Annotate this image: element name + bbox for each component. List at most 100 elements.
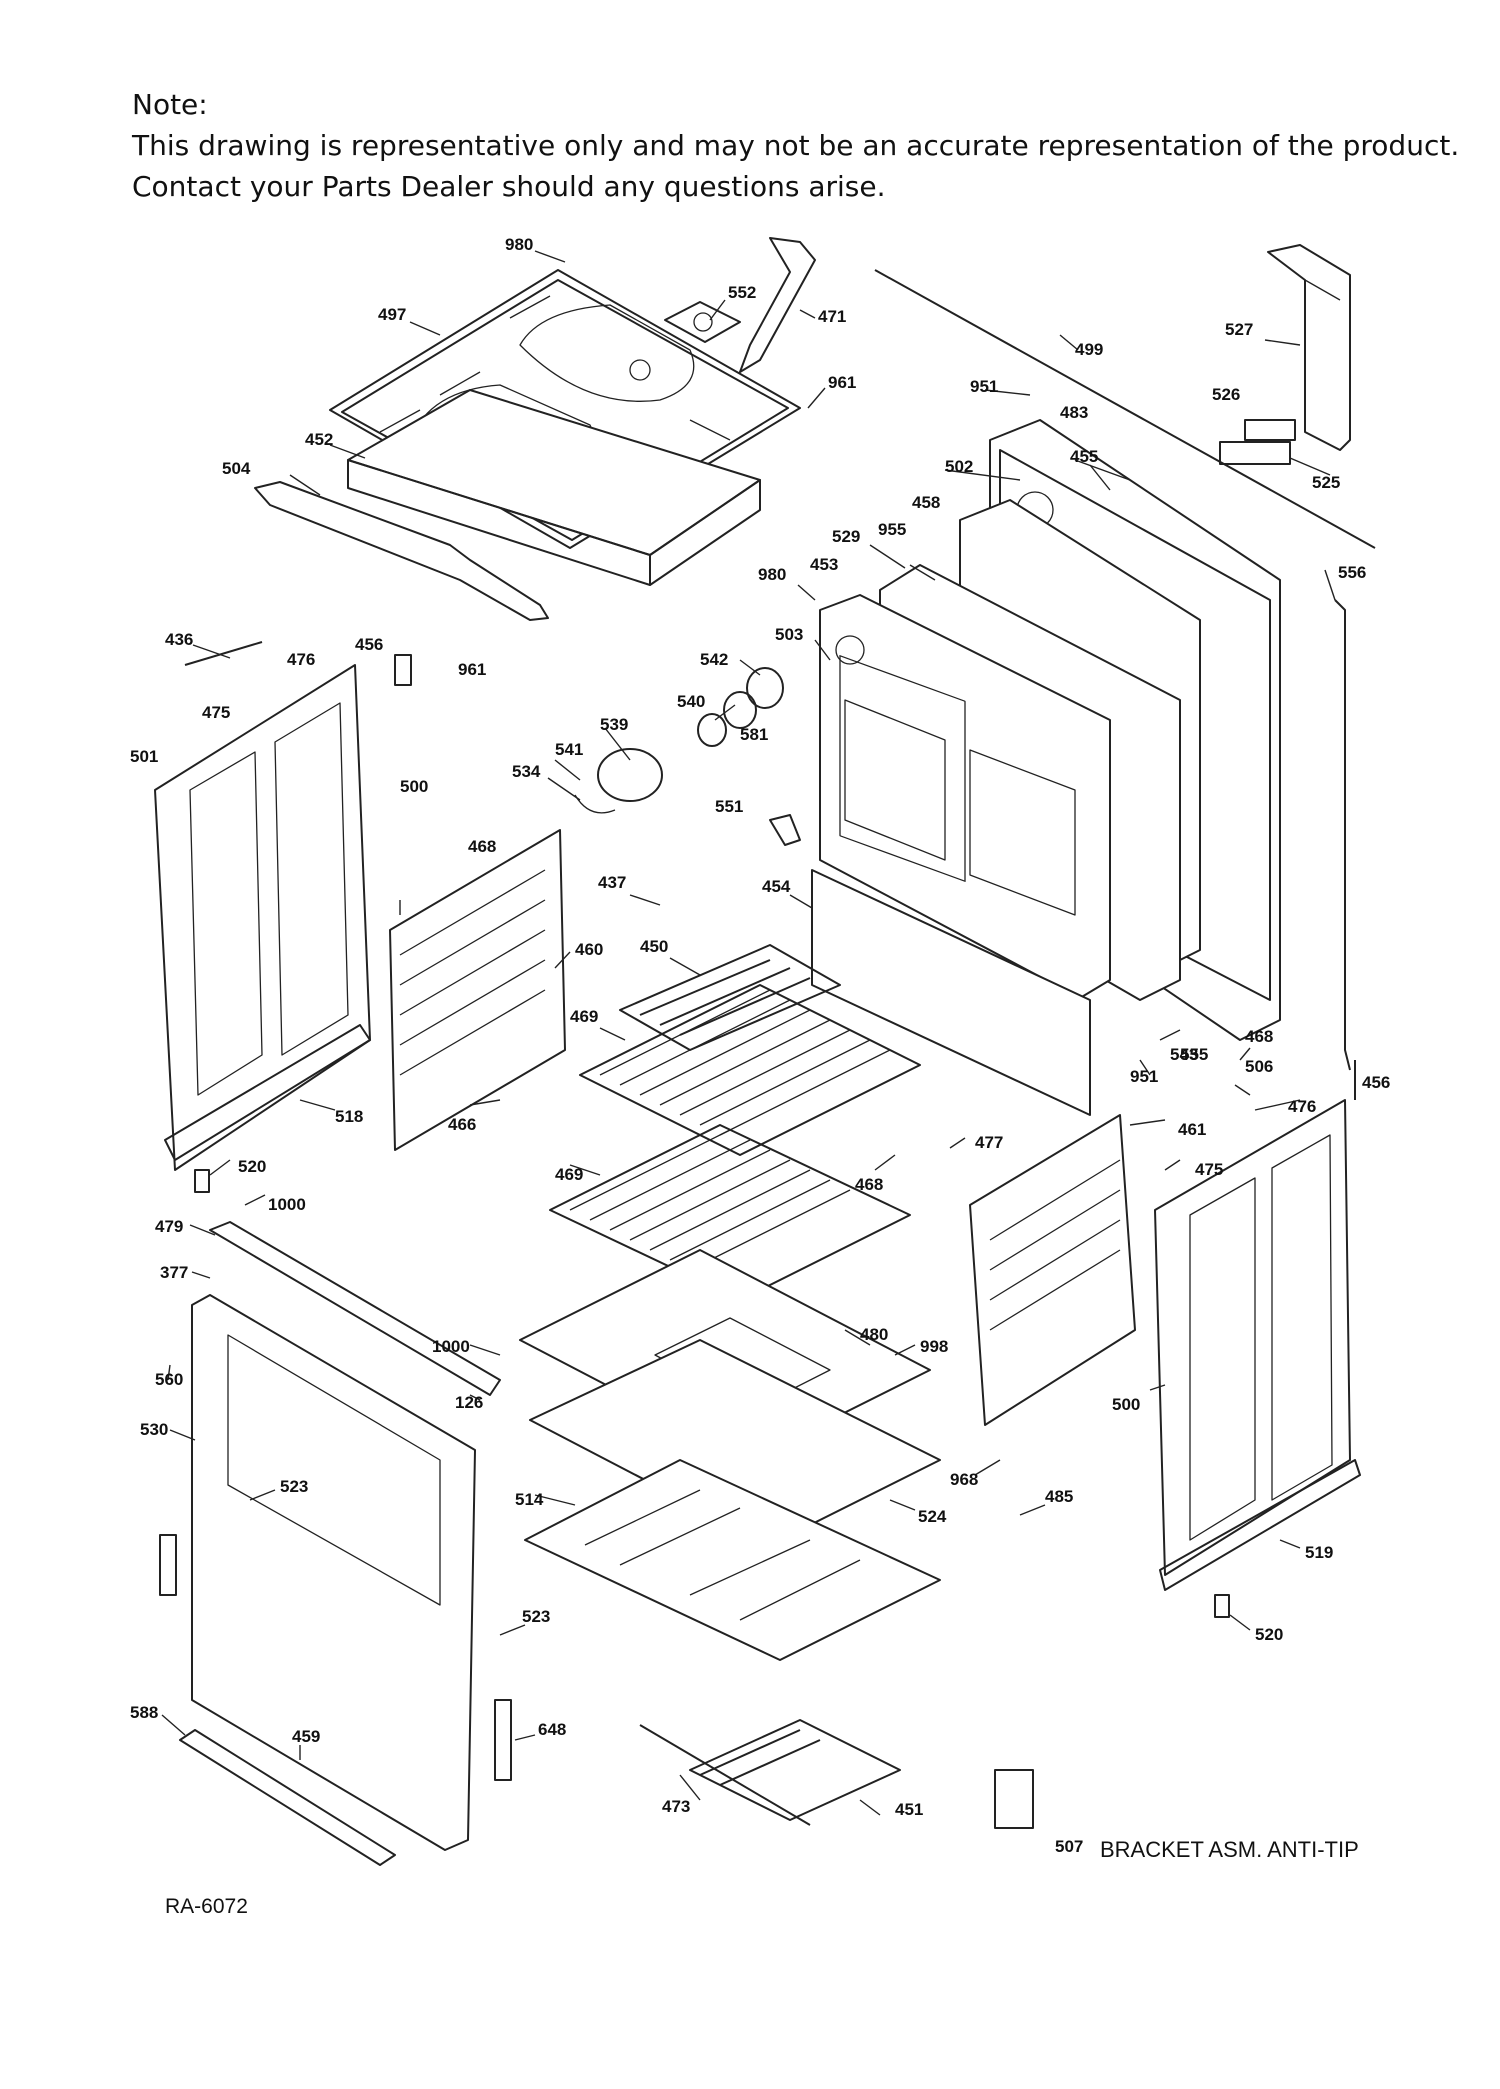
label-980-mid: 980 bbox=[758, 565, 786, 584]
part-door-trim bbox=[209, 1221, 501, 1396]
label-468-upper: 468 bbox=[468, 837, 496, 856]
part-door-handle-rail bbox=[179, 1729, 396, 1866]
label-497: 497 bbox=[378, 305, 406, 324]
part-oven-rack-upper bbox=[579, 984, 921, 1156]
label-506: 506 bbox=[1245, 1057, 1273, 1076]
label-473: 473 bbox=[662, 1797, 690, 1816]
label-961-top: 961 bbox=[828, 373, 856, 392]
part-gasket bbox=[664, 301, 741, 343]
label-588: 588 bbox=[130, 1703, 158, 1722]
label-530: 530 bbox=[140, 1420, 168, 1439]
label-480: 480 bbox=[860, 1325, 888, 1344]
label-961-left: 961 bbox=[458, 660, 486, 679]
label-453: 453 bbox=[810, 555, 838, 574]
label-555: 555 bbox=[1180, 1045, 1208, 1064]
part-anti-tip-bracket bbox=[994, 1769, 1034, 1829]
label-998: 998 bbox=[920, 1337, 948, 1356]
part-right-rack-support bbox=[969, 1114, 1136, 1426]
label-519: 519 bbox=[1305, 1543, 1333, 1562]
label-454: 454 bbox=[762, 877, 791, 896]
note-line-1: This drawing is representative only and … bbox=[132, 129, 1460, 162]
part-vent-handle bbox=[739, 237, 816, 373]
part-labels: 980 552 471 497 961 499 527 526 525 951 … bbox=[130, 235, 1390, 1862]
label-523-upper: 523 bbox=[280, 1477, 308, 1496]
label-968: 968 bbox=[950, 1470, 978, 1489]
label-504: 504 bbox=[222, 459, 251, 478]
part-oven-door bbox=[191, 1294, 476, 1851]
label-551: 551 bbox=[715, 797, 743, 816]
part-broil-element bbox=[619, 944, 841, 1051]
label-476-left: 476 bbox=[287, 650, 315, 669]
part-clip bbox=[769, 814, 801, 846]
label-475-left: 475 bbox=[202, 703, 230, 722]
label-556: 556 bbox=[1338, 563, 1366, 582]
label-1000-upper: 1000 bbox=[268, 1195, 306, 1214]
label-469-upper: 469 bbox=[570, 1007, 598, 1026]
label-466: 466 bbox=[448, 1115, 476, 1134]
label-525: 525 bbox=[1312, 473, 1340, 492]
leader-lines bbox=[161, 250, 1336, 1816]
label-534: 534 bbox=[512, 762, 541, 781]
label-476-right: 476 bbox=[1288, 1097, 1316, 1116]
disclaimer-note: Note: This drawing is representative onl… bbox=[132, 84, 1460, 207]
part-leveling-leg-right bbox=[1214, 1594, 1230, 1618]
label-126: 126 bbox=[455, 1393, 483, 1412]
label-520-left: 520 bbox=[238, 1157, 266, 1176]
label-951-top: 951 bbox=[970, 377, 998, 396]
label-461: 461 bbox=[1178, 1120, 1206, 1139]
label-456-left: 456 bbox=[355, 635, 383, 654]
label-377: 377 bbox=[160, 1263, 188, 1282]
part-drawer-tray bbox=[524, 1459, 941, 1661]
label-471: 471 bbox=[818, 307, 846, 326]
label-469-lower: 469 bbox=[555, 1165, 583, 1184]
label-459: 459 bbox=[292, 1727, 320, 1746]
part-rod bbox=[874, 269, 1376, 549]
part-bake-element bbox=[689, 1719, 901, 1821]
part-oven-cavity bbox=[819, 594, 1111, 999]
label-520-right: 520 bbox=[1255, 1625, 1283, 1644]
part-left-side-panel bbox=[154, 664, 371, 1171]
label-507: 507 bbox=[1055, 1837, 1083, 1856]
label-475-right: 475 bbox=[1195, 1160, 1223, 1179]
label-477: 477 bbox=[975, 1133, 1003, 1152]
part-trim-strip bbox=[254, 481, 549, 621]
part-back-board bbox=[811, 869, 1091, 1116]
note-heading: Note: bbox=[132, 88, 208, 121]
part-left-rack-support bbox=[389, 829, 566, 1151]
label-460: 460 bbox=[575, 940, 603, 959]
label-450: 450 bbox=[640, 937, 668, 956]
label-514: 514 bbox=[515, 1490, 544, 1509]
label-980-top: 980 bbox=[505, 235, 533, 254]
reference-code: RA-6072 bbox=[165, 1895, 248, 1918]
part-right-side-panel bbox=[1154, 1099, 1351, 1576]
label-500-right: 500 bbox=[1112, 1395, 1140, 1414]
label-479: 479 bbox=[155, 1217, 183, 1236]
label-581: 581 bbox=[740, 725, 768, 744]
part-left-base-rail bbox=[164, 1024, 371, 1161]
label-529: 529 bbox=[832, 527, 860, 546]
part-insulation bbox=[347, 389, 761, 586]
part-right-base-rail bbox=[1159, 1459, 1361, 1591]
part-oven-light bbox=[574, 667, 784, 814]
label-483: 483 bbox=[1060, 403, 1088, 422]
label-451: 451 bbox=[895, 1800, 923, 1819]
label-500-left: 500 bbox=[400, 777, 428, 796]
part-power-cord bbox=[1334, 599, 1356, 1100]
anti-tip-caption: BRACKET ASM. ANTI-TIP bbox=[1100, 1837, 1359, 1862]
label-456-right: 456 bbox=[1362, 1073, 1390, 1092]
label-501: 501 bbox=[130, 747, 158, 766]
label-455: 455 bbox=[1070, 447, 1098, 466]
label-543: 543 bbox=[1170, 1045, 1198, 1064]
label-552: 552 bbox=[728, 283, 756, 302]
label-503: 503 bbox=[775, 625, 803, 644]
label-524: 524 bbox=[918, 1507, 947, 1526]
label-955: 955 bbox=[878, 520, 906, 539]
label-518: 518 bbox=[335, 1107, 363, 1126]
label-502: 502 bbox=[945, 457, 973, 476]
label-485: 485 bbox=[1045, 1487, 1073, 1506]
part-right-bracket bbox=[1267, 244, 1351, 451]
label-539: 539 bbox=[600, 715, 628, 734]
note-line-2: Contact your Parts Dealer should any que… bbox=[132, 170, 886, 203]
label-648: 648 bbox=[538, 1720, 566, 1739]
